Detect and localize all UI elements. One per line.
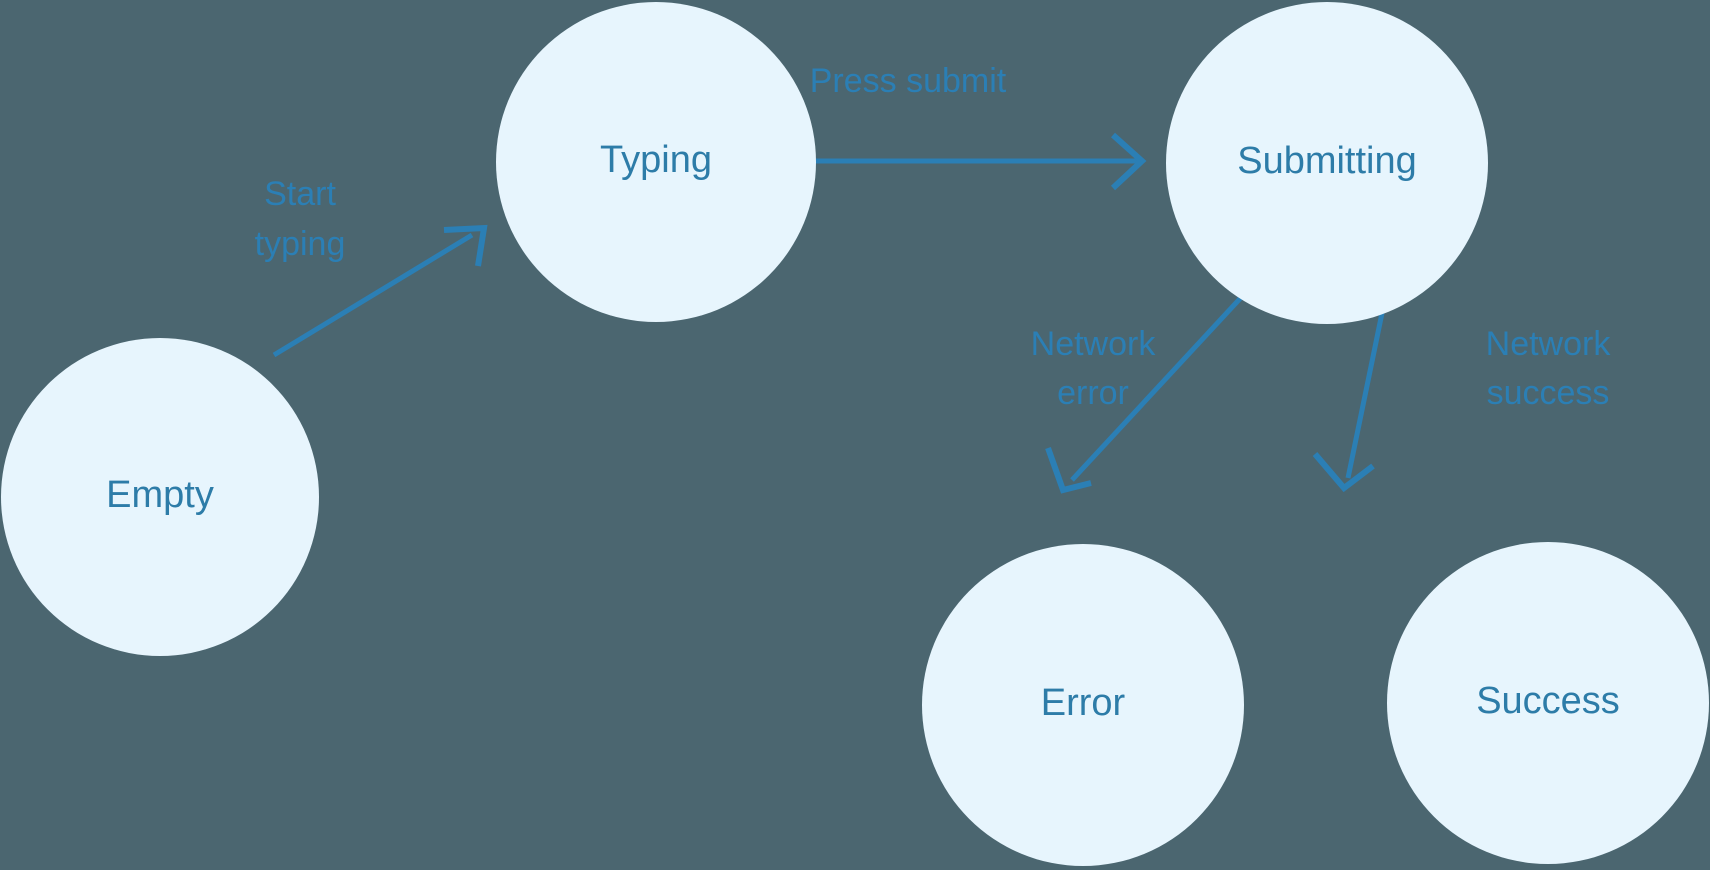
edge-label-typing-to-submitting: Press submit bbox=[810, 62, 1007, 100]
state-node-submitting-label: Submitting bbox=[1237, 140, 1417, 182]
edge-label-submitting-to-success: Network success bbox=[1486, 325, 1612, 412]
state-node-submitting[interactable]: Submitting bbox=[1166, 2, 1488, 324]
state-node-error-circle[interactable] bbox=[922, 544, 1244, 866]
state-node-success[interactable]: Success bbox=[1387, 542, 1709, 864]
state-node-typing-circle[interactable] bbox=[496, 2, 816, 322]
state-node-empty[interactable]: Empty bbox=[1, 338, 319, 656]
state-node-error[interactable]: Error bbox=[922, 544, 1244, 866]
edge-submitting-to-success bbox=[1312, 283, 1391, 493]
arrowhead-empty-to-typing bbox=[443, 224, 488, 267]
arrowhead-typing-to-submitting bbox=[1110, 132, 1147, 191]
edge-label-line-start: Start bbox=[264, 175, 336, 213]
arrowhead-submitting-to-error bbox=[1045, 446, 1092, 494]
edge-label-line-press-submit: Press submit bbox=[810, 62, 1007, 100]
state-node-empty-circle[interactable] bbox=[1, 338, 319, 656]
edge-label-empty-to-typing: Start typing bbox=[255, 175, 346, 263]
edge-line-submitting-to-error bbox=[1070, 288, 1250, 482]
edge-label-line-network-err: Network bbox=[1031, 325, 1157, 363]
edge-line-empty-to-typing bbox=[272, 232, 474, 358]
edge-line-submitting-to-success bbox=[1345, 283, 1391, 479]
edge-label-line-network-succ: Network bbox=[1486, 325, 1612, 363]
edge-label-line-success: success bbox=[1487, 374, 1610, 412]
state-node-error-label: Error bbox=[1041, 682, 1126, 724]
edge-label-line-typing: typing bbox=[255, 225, 346, 263]
state-node-typing[interactable]: Typing bbox=[496, 2, 816, 322]
edge-typing-to-submitting bbox=[767, 132, 1147, 191]
state-node-typing-label: Typing bbox=[600, 139, 712, 181]
state-node-success-label: Success bbox=[1476, 680, 1620, 722]
state-node-success-circle[interactable] bbox=[1387, 542, 1709, 864]
state-node-empty-label: Empty bbox=[106, 474, 214, 516]
edge-label-submitting-to-error: Network error bbox=[1031, 325, 1157, 412]
edge-empty-to-typing bbox=[272, 224, 488, 358]
edge-label-line-error: error bbox=[1057, 374, 1129, 412]
arrowhead-submitting-to-success-tip bbox=[1312, 452, 1375, 493]
edge-submitting-to-error bbox=[1045, 288, 1250, 494]
state-node-submitting-circle[interactable] bbox=[1166, 2, 1488, 324]
